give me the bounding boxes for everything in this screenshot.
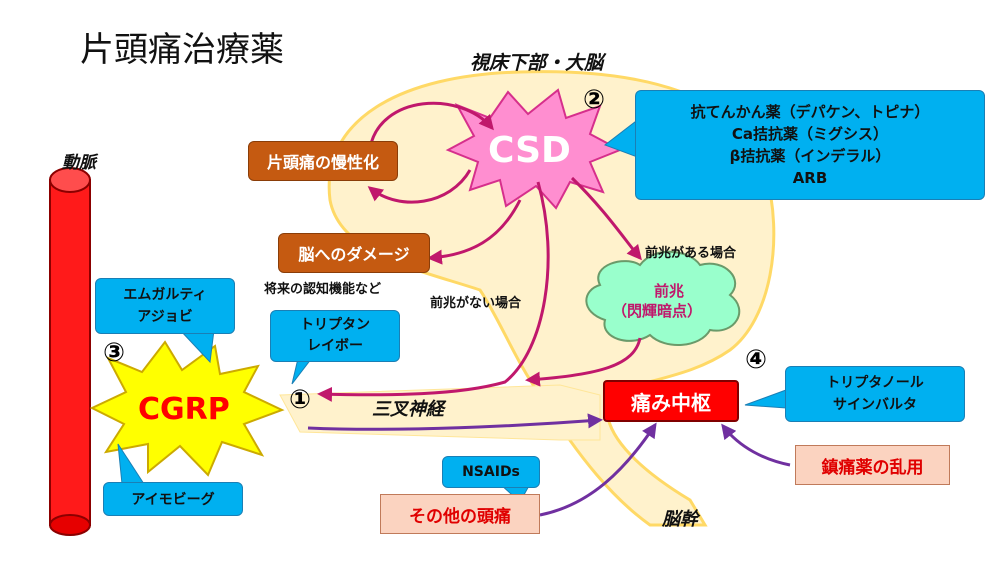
drug-ca-blocker: Ca拮抗薬（ミグシス） bbox=[731, 125, 889, 143]
drug-arb: ARB bbox=[792, 169, 828, 187]
brainstem-label: 脳幹 bbox=[662, 509, 698, 530]
without-aura-label: 前兆がない場合 bbox=[430, 296, 522, 311]
drug-emgality: エムガルティ bbox=[123, 287, 207, 303]
aura-line2: （閃輝暗点） bbox=[612, 302, 703, 320]
artery-top bbox=[49, 167, 91, 193]
arrow-overuse-to-pain bbox=[721, 423, 791, 467]
drug-beta-blocker: β拮抗薬（インデラル） bbox=[729, 147, 891, 165]
trigeminal-nerve-label: 三叉神経 bbox=[372, 399, 444, 420]
chronic-box: 片頭痛の慢性化 bbox=[248, 141, 398, 181]
analgesic-overuse-box: 鎮痛薬の乱用 bbox=[795, 445, 950, 485]
arrow-csd-to-chronic bbox=[367, 169, 472, 204]
arrow-chronic-to-csd bbox=[368, 101, 494, 149]
aimovig-callout: アイモビーグ bbox=[103, 482, 243, 516]
number-4: ④ bbox=[745, 345, 768, 375]
with-aura-label: 前兆がある場合 bbox=[645, 246, 737, 261]
hypothalamus-cortex-label: 視床下部・大脳 bbox=[470, 52, 604, 74]
callout-tail-tripta bbox=[744, 389, 787, 409]
arrow-csd-to-damage bbox=[427, 199, 522, 265]
csd-label: CSD bbox=[488, 130, 571, 171]
nsaids-callout: NSAIDs bbox=[442, 456, 540, 488]
arrow-aura-to-nerve bbox=[525, 337, 642, 387]
drug-triptan: トリプタン bbox=[300, 317, 370, 333]
artery-body bbox=[49, 179, 91, 526]
drug-reyvow: レイボー bbox=[307, 338, 363, 354]
callout-tail-emg bbox=[178, 329, 215, 364]
artery-label: 動脈 bbox=[62, 153, 96, 173]
aura-line1: 前兆 bbox=[653, 282, 684, 300]
artery-bottom bbox=[49, 514, 91, 536]
drug-ajovy: アジョビ bbox=[137, 309, 193, 325]
arrow-cgrp-to-pain bbox=[307, 413, 603, 431]
drug-cymbalta: サインバルタ bbox=[833, 397, 917, 413]
brain-damage-box: 脳へのダメージ bbox=[278, 233, 430, 273]
number-3: ③ bbox=[103, 338, 126, 368]
pain-center-box: 痛み中枢 bbox=[603, 380, 739, 422]
aura-cloud bbox=[585, 250, 741, 347]
arrow-csd-to-aura bbox=[570, 176, 642, 261]
anti-cgrp-callout: エムガルティ アジョビ bbox=[95, 278, 235, 334]
tripta-callout: トリプタノール サインバルタ bbox=[785, 366, 965, 422]
csd-drugs-callout: 抗てんかん薬（デパケン、トピナ） Ca拮抗薬（ミグシス） β拮抗薬（インデラル）… bbox=[635, 90, 985, 200]
arrow-csd-to-trigeminal bbox=[317, 181, 550, 402]
cognitive-label: 将来の認知機能など bbox=[264, 282, 382, 297]
cgrp-label: CGRP bbox=[138, 392, 230, 427]
callout-tail-aim bbox=[117, 443, 145, 485]
triptan-callout: トリプタン レイボー bbox=[270, 310, 400, 362]
drug-antiepileptic: 抗てんかん薬（デパケン、トピナ） bbox=[690, 103, 930, 121]
cgrp-burst bbox=[89, 340, 285, 477]
other-headache-box: その他の頭痛 bbox=[380, 494, 540, 534]
number-2: ② bbox=[583, 85, 606, 115]
page-title: 片頭痛治療薬 bbox=[80, 30, 284, 70]
drug-tryptanol: トリプタノール bbox=[826, 375, 924, 391]
arrow-other-to-pain bbox=[539, 422, 657, 517]
number-1: ① bbox=[289, 385, 312, 415]
